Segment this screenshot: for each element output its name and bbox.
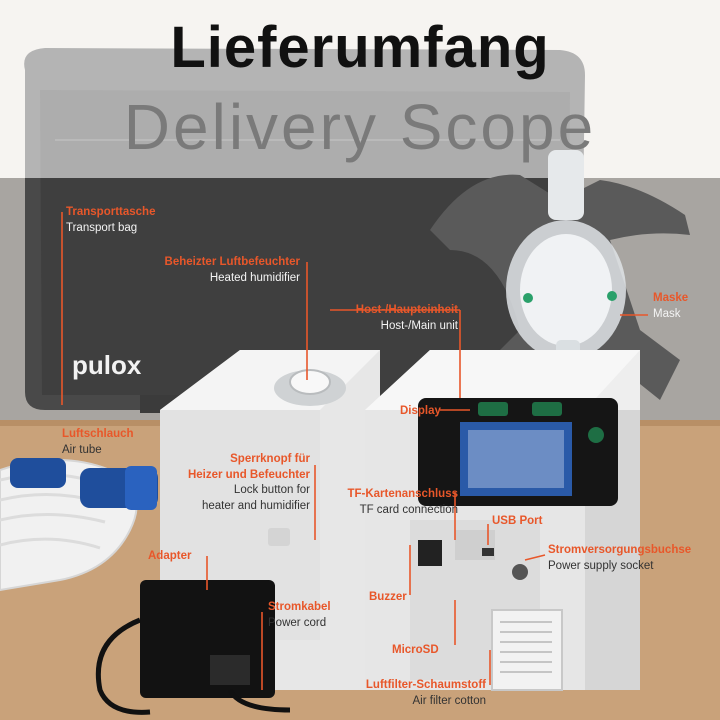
label-display: Display bbox=[400, 404, 441, 420]
title-german: Lieferumfang bbox=[170, 15, 550, 80]
label-usb-port: USB Port bbox=[492, 514, 542, 530]
label-power-socket: Stromversorgungsbuchse Power supply sock… bbox=[548, 543, 691, 574]
label-power-cord-de: Stromkabel bbox=[268, 601, 331, 613]
label-host-unit: Host-/Haupteinheit Host-/Main unit bbox=[356, 303, 458, 334]
pulox-logo: pulox bbox=[72, 350, 142, 380]
label-adapter: Adapter bbox=[148, 549, 191, 565]
label-lock-button-de1: Sperrknopf für bbox=[230, 453, 310, 465]
label-air-filter-en: Air filter cotton bbox=[412, 694, 487, 707]
air-tube-image bbox=[0, 458, 158, 592]
title-english: Delivery Scope bbox=[123, 91, 597, 163]
label-lock-button-en1: Lock button for bbox=[233, 484, 310, 497]
label-tf-card: TF-Kartenanschluss TF card connection bbox=[347, 487, 458, 518]
mask-image bbox=[430, 150, 690, 400]
label-power-socket-en: Power supply socket bbox=[548, 559, 654, 572]
label-buzzer: Buzzer bbox=[369, 590, 407, 606]
label-display-de: Display bbox=[400, 405, 441, 417]
label-transport-bag: Transporttasche Transport bag bbox=[66, 205, 155, 236]
label-humidifier-de: Beheizter Luftbefeuchter bbox=[164, 256, 300, 268]
label-microsd: MicroSD bbox=[392, 643, 439, 659]
label-air-filter: Luftfilter-Schaumstoff Air filter cotton bbox=[366, 678, 486, 709]
label-adapter-de: Adapter bbox=[148, 550, 192, 562]
label-tf-card-de: TF-Kartenanschluss bbox=[347, 488, 458, 500]
label-power-socket-de: Stromversorgungsbuchse bbox=[548, 544, 692, 556]
label-tf-card-en: TF card connection bbox=[359, 503, 458, 516]
label-power-cord-en: Power cord bbox=[268, 616, 327, 629]
label-mask-de: Maske bbox=[653, 292, 689, 304]
label-air-tube-de: Luftschlauch bbox=[62, 428, 134, 440]
leader-lines bbox=[61, 212, 648, 690]
label-humidifier: Beheizter Luftbefeuchter Heated humidifi… bbox=[165, 255, 300, 286]
label-power-cord: Stromkabel Power cord bbox=[268, 600, 331, 631]
label-lock-button-en2: heater and humidifier bbox=[201, 499, 310, 512]
adapter-image bbox=[95, 580, 291, 715]
label-transport-bag-en: Transport bag bbox=[66, 221, 138, 234]
label-air-tube: Luftschlauch Air tube bbox=[62, 427, 134, 458]
label-lock-button-de2: Heizer und Befeuchter bbox=[187, 468, 310, 481]
label-host-unit-en: Host-/Main unit bbox=[380, 319, 458, 332]
label-host-unit-de: Host-/Haupteinheit bbox=[355, 304, 458, 316]
label-air-filter-de: Luftfilter-Schaumstoff bbox=[365, 679, 486, 691]
label-humidifier-en: Heated humidifier bbox=[209, 271, 300, 284]
label-air-tube-en: Air tube bbox=[62, 443, 102, 456]
main-unit-image bbox=[365, 350, 640, 691]
label-lock-button: Sperrknopf für Heizer und Befeuchter Loc… bbox=[188, 452, 310, 514]
label-transport-bag-de: Transporttasche bbox=[66, 206, 156, 218]
label-mask-en: Mask bbox=[653, 307, 681, 320]
label-usb-port-de: USB Port bbox=[492, 515, 543, 527]
label-buzzer-de: Buzzer bbox=[369, 591, 407, 603]
label-microsd-de: MicroSD bbox=[392, 644, 439, 656]
label-mask: Maske Mask bbox=[653, 291, 688, 322]
